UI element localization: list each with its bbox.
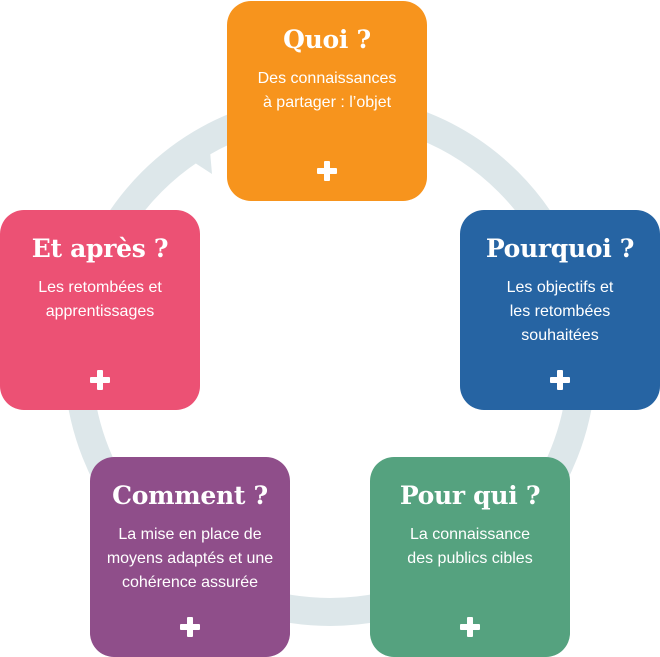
card-comment[interactable]: Comment ? La mise en place de moyens ada…: [90, 457, 290, 657]
card-text: La connaissance des publics cibles: [407, 526, 533, 567]
card-text: Les retombées et apprentissages: [38, 279, 162, 320]
card-et-apres[interactable]: Et après ? Les retombées et apprentissag…: [0, 210, 200, 410]
card-pourquoi[interactable]: Pourquoi ? Les objectifs et les retombée…: [460, 210, 660, 410]
card-title: Et après ?: [31, 234, 169, 263]
card-text: Des connaissances à partager : l’objet: [257, 70, 397, 111]
card-title: Pourquoi ?: [485, 234, 635, 263]
cycle-arrow-head-icon: [172, 128, 212, 174]
card-text: Les objectifs et les retombées souhaitée…: [506, 279, 614, 344]
card-quoi[interactable]: Quoi ? Des connaissances à partager : l’…: [227, 1, 427, 201]
card-title: Pour qui ?: [399, 481, 541, 510]
plus-icon[interactable]: [460, 617, 480, 637]
card-title: Comment ?: [112, 481, 268, 510]
plus-icon[interactable]: [317, 161, 337, 181]
plus-icon[interactable]: [90, 370, 110, 390]
card-pour-qui[interactable]: Pour qui ? La connaissance des publics c…: [370, 457, 570, 657]
card-text: La mise en place de moyens adaptés et un…: [106, 526, 274, 591]
plus-icon[interactable]: [550, 370, 570, 390]
plus-icon[interactable]: [180, 617, 200, 637]
card-title: Quoi ?: [283, 25, 371, 54]
